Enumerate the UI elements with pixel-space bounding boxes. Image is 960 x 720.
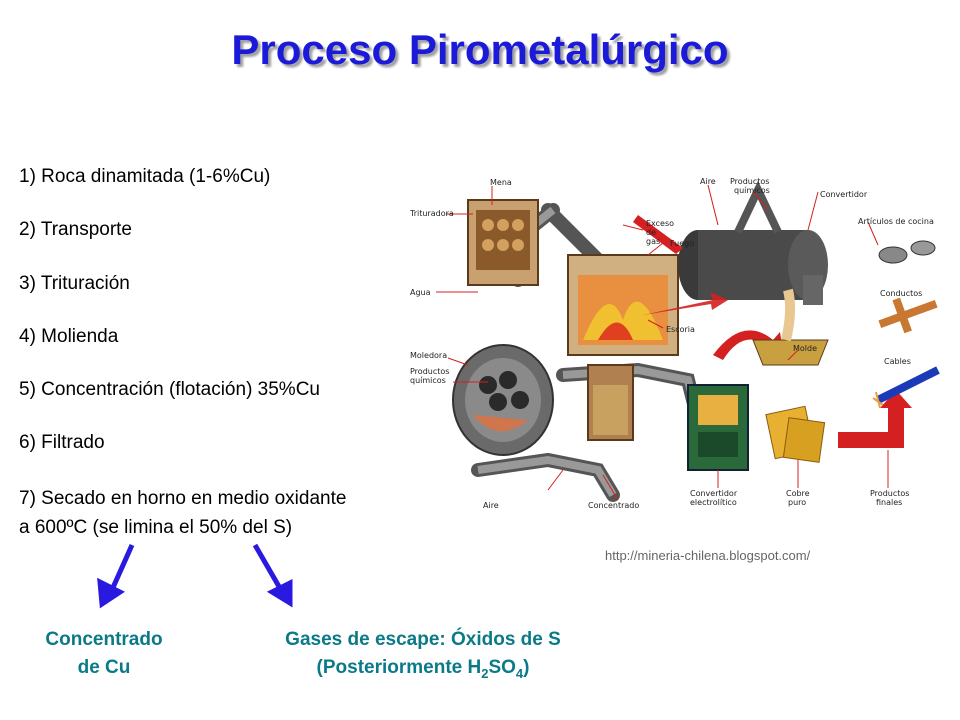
label-convertidor-electrolitico-1: Convertidor xyxy=(690,489,738,498)
step-item: 6) Filtrado xyxy=(19,432,105,454)
step-item: 2) Transporte xyxy=(19,219,132,241)
copper-process-illustration: Mena Trituradora Agua Moledora Productos… xyxy=(409,177,940,510)
result-gases-line-1: Gases de escape: Óxidos de S xyxy=(285,629,561,650)
label-escoria: Escoria xyxy=(666,325,695,334)
step-item: 5) Concentración (flotación) 35%Cu xyxy=(19,379,320,401)
label-productos-quimicos-1: Productos xyxy=(410,367,449,376)
label-aire-bottom: Aire xyxy=(483,501,499,510)
label-aire-top: Aire xyxy=(700,177,716,186)
smelting-furnace xyxy=(567,254,679,356)
source-url: http://mineria-chilena.blogspot.com/ xyxy=(605,548,811,563)
result-concentrate-line-1: Concentrado xyxy=(45,629,163,650)
result-gases-line-2: (Posteriormente H2SO4) xyxy=(316,657,530,681)
arrow-head-right xyxy=(266,578,293,608)
label-molde: Molde xyxy=(793,344,817,353)
electrolytic-cell xyxy=(687,384,749,471)
step-7-line-2: a 600ºC (se limina el 50% del S) xyxy=(19,516,293,538)
label-cables: Cables xyxy=(884,357,911,366)
label-concentrado: Concentrado xyxy=(588,501,639,510)
arrow-head-left xyxy=(97,577,125,609)
label-exceso-3: gas xyxy=(646,237,660,246)
label-convertidor: Convertidor xyxy=(820,190,868,199)
label-convertidor-electrolitico-2: electrolítico xyxy=(690,498,737,507)
grinding-mill xyxy=(452,344,554,456)
label-productos-finales-2: finales xyxy=(876,498,902,507)
result-concentrate-line-2: de Cu xyxy=(77,657,131,678)
label-productos-top-2: químicos xyxy=(734,186,770,195)
label-articulos: Artículos de cocina xyxy=(858,217,934,226)
result-exhaust-gases: Gases de escape: Óxidos de S (Posteriorm… xyxy=(238,626,608,688)
label-fuego: Fuego xyxy=(670,239,694,248)
label-conductos: Conductos xyxy=(880,289,922,298)
arrow-to-gases xyxy=(252,543,284,592)
process-steps-list: 1) Roca dinamitada (1-6%Cu) 2) Transport… xyxy=(19,164,449,542)
arrow-to-concentrate xyxy=(108,543,135,594)
label-productos-finales-1: Productos xyxy=(870,489,909,498)
pure-copper xyxy=(765,405,826,463)
step-item-7: 7) Secado en horno en medio oxidante a 6… xyxy=(19,484,449,542)
slide-title: Proceso Pirometalúrgico xyxy=(231,26,729,73)
result-concentrate: Concentrado de Cu xyxy=(20,626,188,682)
label-exceso-1: Exceso xyxy=(646,219,674,228)
step-item: 1) Roca dinamitada (1-6%Cu) xyxy=(19,166,271,187)
label-agua: Agua xyxy=(410,288,431,297)
step-7-line-1: 7) Secado en horno en medio oxidante xyxy=(19,487,347,509)
converter xyxy=(678,180,828,305)
label-mena: Mena xyxy=(490,178,512,187)
final-products xyxy=(872,240,940,409)
step-item: 3) Trituración xyxy=(19,272,130,294)
flotation-cell xyxy=(587,364,634,441)
label-exceso-2: de xyxy=(646,228,656,237)
label-cobre-puro-1: Cobre xyxy=(786,489,810,498)
mold xyxy=(752,288,829,366)
crusher xyxy=(467,199,539,286)
label-cobre-puro-2: puro xyxy=(788,498,806,507)
label-productos-top-1: Productos xyxy=(730,177,769,186)
label-trituradora: Trituradora xyxy=(409,209,454,218)
label-moledora: Moledora xyxy=(410,351,447,360)
step-item: 4) Molienda xyxy=(19,325,119,347)
label-productos-quimicos-2: químicos xyxy=(410,376,446,385)
